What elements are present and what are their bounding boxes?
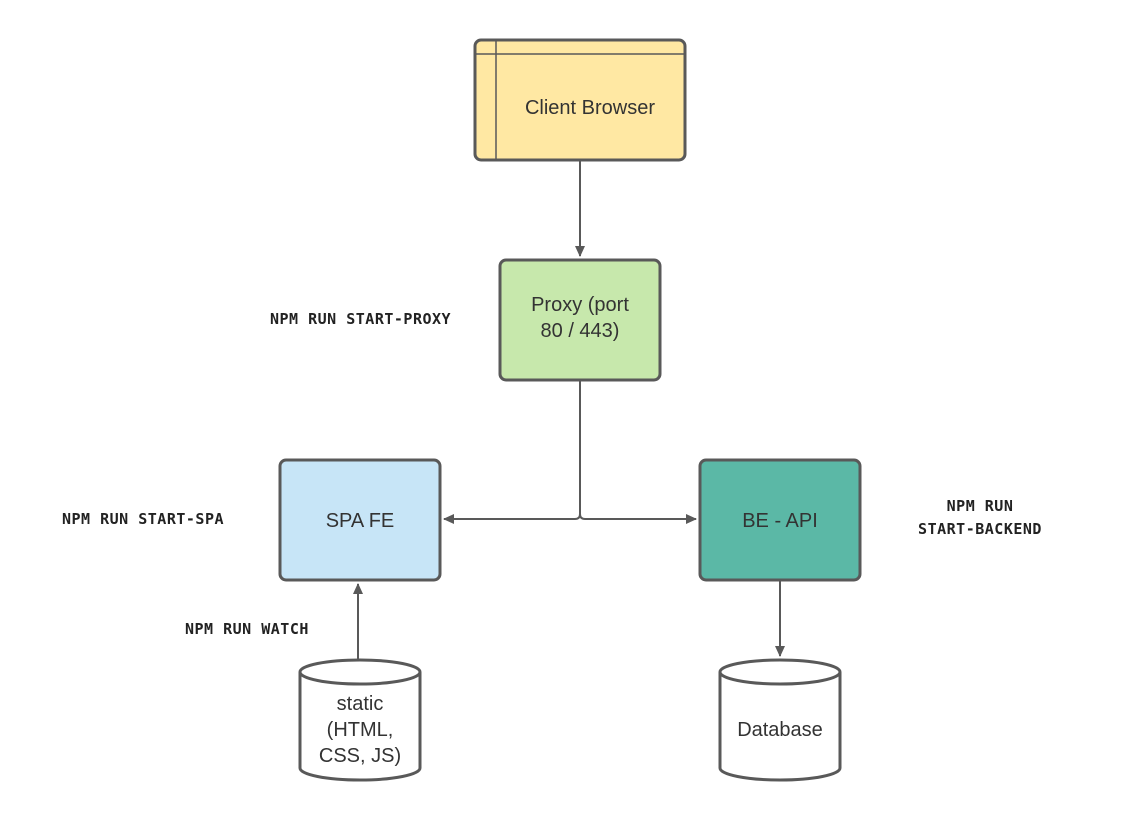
database-cylinder-top (718, 658, 842, 686)
be-api-shape (698, 458, 862, 582)
annotation-start-proxy: NPM RUN START-PROXY (270, 310, 451, 328)
proxy-label-line-2: 80 / 443) (541, 320, 620, 342)
spa-fe-node: SPA FE (278, 458, 442, 582)
spa-fe-shape (278, 458, 442, 582)
proxy-label-line-1: Proxy (port (531, 294, 629, 316)
static-cylinder-body (298, 672, 422, 782)
spa-fe-label: SPA FE (326, 510, 395, 532)
annotation-start-backend-line-1: NPM RUN (947, 497, 1014, 515)
edge-proxy-trunk (574, 380, 581, 520)
static-store-node: static (HTML, CSS, JS) (298, 658, 422, 782)
client-browser-shape (473, 38, 687, 162)
static-label-line-3: CSS, JS) (319, 745, 401, 767)
client-browser-node: Client Browser (473, 38, 687, 162)
be-api-label: BE - API (742, 510, 818, 532)
static-label-line-1: static (337, 693, 384, 715)
static-cylinder-top (298, 658, 422, 686)
proxy-shape (498, 258, 662, 382)
static-label-line-2: (HTML, (327, 719, 394, 741)
database-node: Database (718, 658, 842, 782)
be-api-node: BE - API (698, 458, 862, 582)
annotation-start-backend-line-2: START-BACKEND (918, 520, 1042, 538)
annotation-start-spa: NPM RUN START-SPA (62, 510, 224, 528)
client-browser-label: Client Browser (525, 97, 655, 119)
annotation-watch: NPM RUN WATCH (185, 620, 309, 638)
database-cylinder-body (718, 672, 842, 782)
edges (353, 160, 785, 668)
proxy-node: Proxy (port 80 / 443) (498, 258, 662, 382)
database-label: Database (737, 719, 823, 741)
edge-proxy-to-be (579, 513, 697, 524)
annotations: NPM RUN START-PROXY NPM RUN START-SPA NP… (62, 310, 1042, 638)
